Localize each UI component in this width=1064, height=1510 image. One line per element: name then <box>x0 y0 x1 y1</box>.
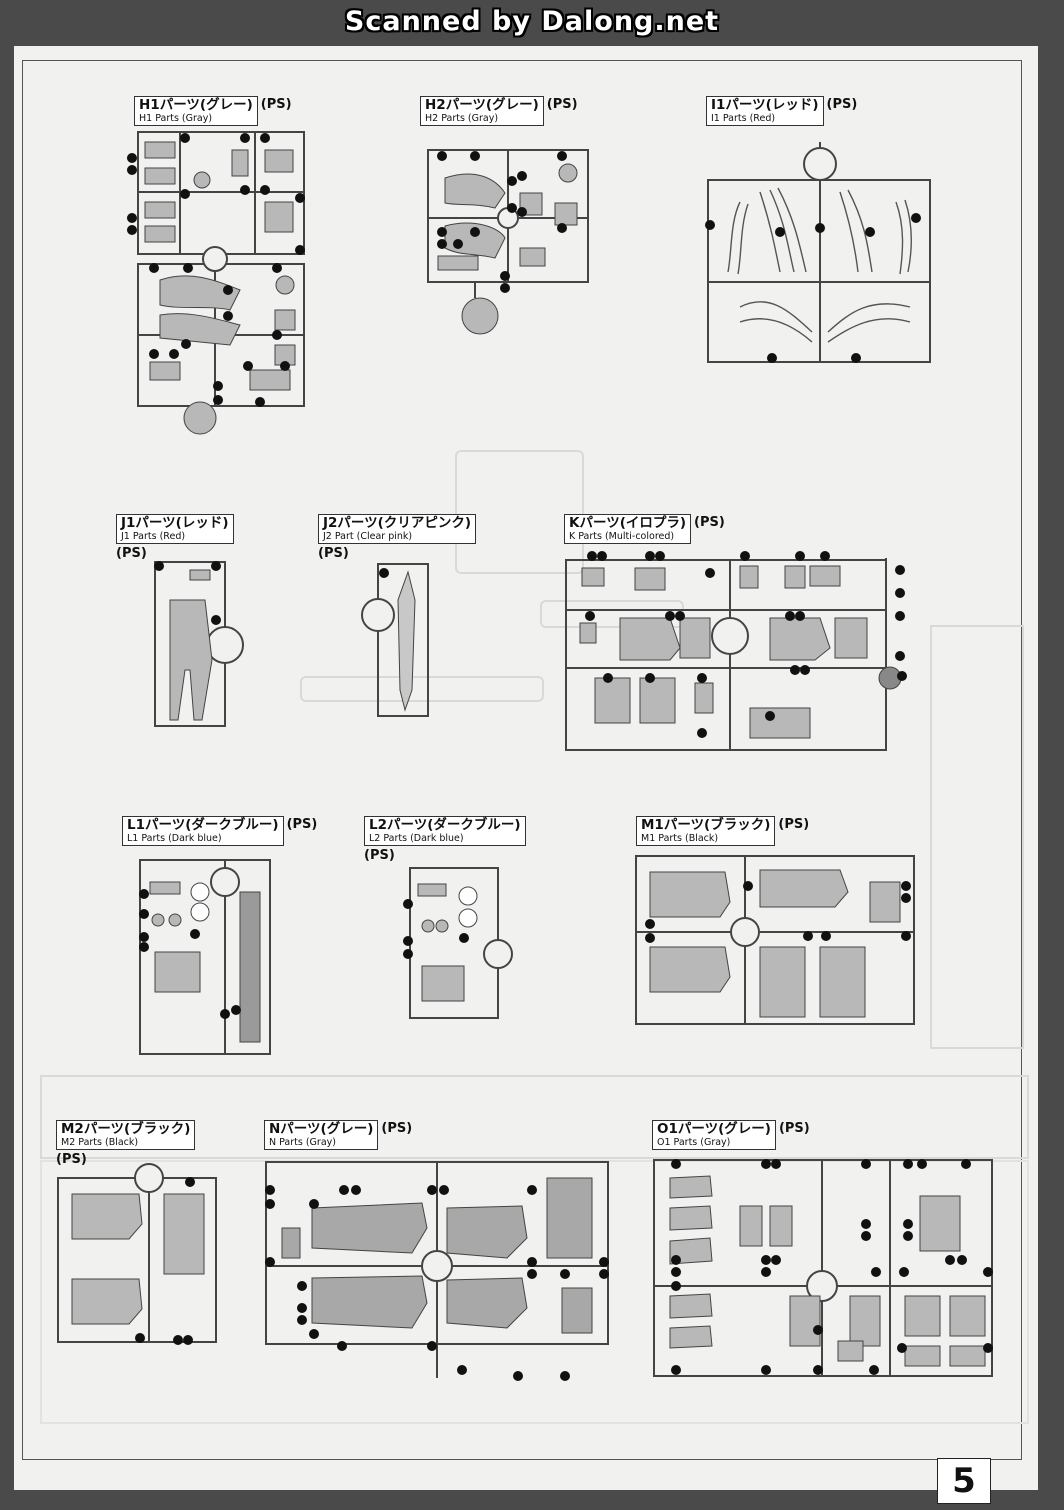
sheet-title-en: M1 Parts (Black) <box>641 833 719 844</box>
sheet-title-en: J2 Part (Clear pink) <box>323 531 413 542</box>
sheet-title-ja: L2パーツ(ダークブルー) <box>369 817 521 833</box>
sheet-label-o1: O1パーツ(グレー)O1 Parts (Gray) (PS) <box>652 1120 810 1150</box>
sheet-title-ja: L1パーツ(ダークブルー) <box>127 817 279 833</box>
sheet-title-ja: M2パーツ(ブラック) <box>61 1121 191 1137</box>
runner-i1-diagram <box>705 142 931 363</box>
sheet-title-en: H2 Parts (Gray) <box>425 113 499 124</box>
sheet-label-h1: H1パーツ(グレー)H1 Parts (Gray) (PS) <box>134 96 292 126</box>
sheet-title-en: J1 Parts (Red) <box>121 531 186 542</box>
sheet-label-i1: I1パーツ(レッド)I1 Parts (Red) (PS) <box>706 96 857 126</box>
show-through-box <box>930 625 1024 1049</box>
runner-l1-diagram <box>139 859 271 1055</box>
runner-h1-diagram <box>127 131 305 435</box>
ps-mark: (PS) <box>778 817 810 832</box>
sheet-label-j1: J1パーツ(レッド)J1 Parts (Red) (PS) <box>116 514 234 561</box>
sheet-title-en: K Parts (Multi-colored) <box>569 531 675 542</box>
sheet-title-en: L1 Parts (Dark blue) <box>127 833 222 844</box>
sheet-label-k: Kパーツ(イロプラ)K Parts (Multi-colored) (PS) <box>564 514 725 544</box>
sheet-title-ja: H2パーツ(グレー) <box>425 97 539 113</box>
runner-m2-diagram <box>57 1163 217 1345</box>
ps-mark: (PS) <box>546 97 578 112</box>
ps-mark: (PS) <box>116 546 147 561</box>
sheet-label-m2: M2パーツ(ブラック)M2 Parts (Black) (PS) <box>56 1120 196 1167</box>
runner-j2-diagram <box>361 563 429 717</box>
sheet-title-ja: J2パーツ(クリアピンク) <box>323 515 471 531</box>
sheet-label-m1: M1パーツ(ブラック)M1 Parts (Black) (PS) <box>636 816 809 846</box>
ps-mark: (PS) <box>56 1152 87 1167</box>
sheet-label-l1: L1パーツ(ダークブルー)L1 Parts (Dark blue) (PS) <box>122 816 317 846</box>
runner-j1-diagram <box>154 561 244 727</box>
sheet-label-h2: H2パーツ(グレー)H2 Parts (Gray) (PS) <box>420 96 578 126</box>
runner-h2-diagram <box>427 149 589 335</box>
sheet-label-j2: J2パーツ(クリアピンク)J2 Part (Clear pink) (PS) <box>318 514 476 561</box>
page-frame <box>22 60 1022 1460</box>
sheet-title-ja: I1パーツ(レッド) <box>711 97 819 113</box>
show-through-box <box>300 676 544 702</box>
page-number: 5 <box>937 1458 991 1504</box>
sheet-label-n: Nパーツ(グレー)N Parts (Gray) (PS) <box>264 1120 412 1150</box>
sheet-title-en: N Parts (Gray) <box>269 1137 336 1148</box>
sheet-title-ja: O1パーツ(グレー) <box>657 1121 771 1137</box>
sheet-title-en: M2 Parts (Black) <box>61 1137 139 1148</box>
runner-l2-diagram <box>403 867 513 1019</box>
ps-mark: (PS) <box>364 848 395 863</box>
ps-mark: (PS) <box>260 97 292 112</box>
runner-n-diagram <box>265 1161 609 1381</box>
sheet-title-en: I1 Parts (Red) <box>711 113 776 124</box>
ps-mark: (PS) <box>286 817 318 832</box>
ps-mark: (PS) <box>694 515 725 530</box>
runner-k-diagram <box>565 551 907 751</box>
sheet-title-ja: J1パーツ(レッド) <box>121 515 229 531</box>
runner-o1-diagram <box>653 1159 993 1377</box>
scan-watermark-banner: Scanned by Dalong.net <box>344 6 720 37</box>
sheet-title-ja: M1パーツ(ブラック) <box>641 817 771 833</box>
show-through-box <box>455 450 584 574</box>
ps-mark: (PS) <box>826 97 858 112</box>
ps-mark: (PS) <box>318 546 349 561</box>
sheet-title-ja: H1パーツ(グレー) <box>139 97 253 113</box>
ps-mark: (PS) <box>381 1121 413 1136</box>
sheet-title-ja: Kパーツ(イロプラ) <box>569 515 687 531</box>
sheet-title-ja: Nパーツ(グレー) <box>269 1121 374 1137</box>
ps-mark: (PS) <box>778 1121 810 1136</box>
sheet-title-en: L2 Parts (Dark blue) <box>369 833 464 844</box>
sheet-label-l2: L2パーツ(ダークブルー)L2 Parts (Dark blue) (PS) <box>364 816 526 863</box>
show-through-box <box>40 1075 1029 1159</box>
runner-m1-diagram <box>635 855 915 1025</box>
sheet-title-en: H1 Parts (Gray) <box>139 113 213 124</box>
sheet-title-en: O1 Parts (Gray) <box>657 1137 731 1148</box>
